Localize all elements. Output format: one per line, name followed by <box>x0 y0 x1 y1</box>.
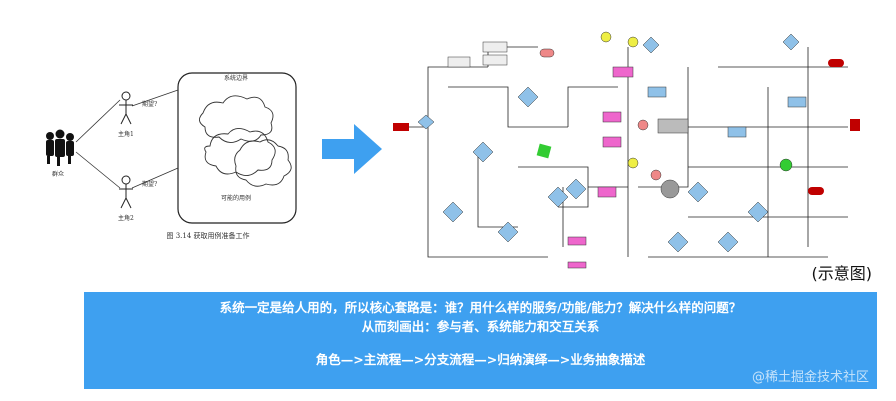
actor2-icon <box>119 175 133 209</box>
banner-line-3: 角色—>主流程—>分支流程—>归纳演绎—>业务抽象描述 <box>315 352 646 367</box>
flowchart-sketch <box>393 31 860 269</box>
diagram-note: (示意图) <box>811 264 873 283</box>
watermark: @稀土掘金技术社区 <box>751 370 869 385</box>
flowchart-nodes <box>393 31 860 269</box>
actor1-icon <box>119 91 133 125</box>
crowd-icon <box>46 129 74 166</box>
expectation1-label: 期望? <box>142 100 157 108</box>
right-arrow-icon <box>322 124 382 174</box>
figure-caption: 图 3.14 获取用例准备工作 <box>166 232 250 240</box>
summary-banner: 系统一定是给人用的，所以核心套路是：谁？用什么样的服务/功能/能力？解决什么样的… <box>84 292 877 389</box>
usecase-clouds <box>199 95 292 187</box>
expectation2-label: 期望? <box>142 180 157 188</box>
usecase-sketch: 系统边界 可能的用例 群众 主角1 期望? <box>46 72 297 224</box>
banner-line-2: 从而刻画出：参与者、系统能力和交互关系 <box>361 319 600 334</box>
system-boundary <box>177 72 297 224</box>
usecase-label: 可能的用例 <box>221 194 251 202</box>
banner-line-1: 系统一定是给人用的，所以核心套路是：谁？用什么样的服务/功能/能力？解决什么样的… <box>219 300 742 315</box>
actor1-label: 主角1 <box>118 130 134 138</box>
usecase-figure: 系统边界 可能的用例 群众 主角1 期望? <box>28 68 318 248</box>
crowd-label: 群众 <box>52 170 64 178</box>
system-boundary-label: 系统边界 <box>224 74 248 82</box>
actor2-label: 主角2 <box>118 214 134 222</box>
